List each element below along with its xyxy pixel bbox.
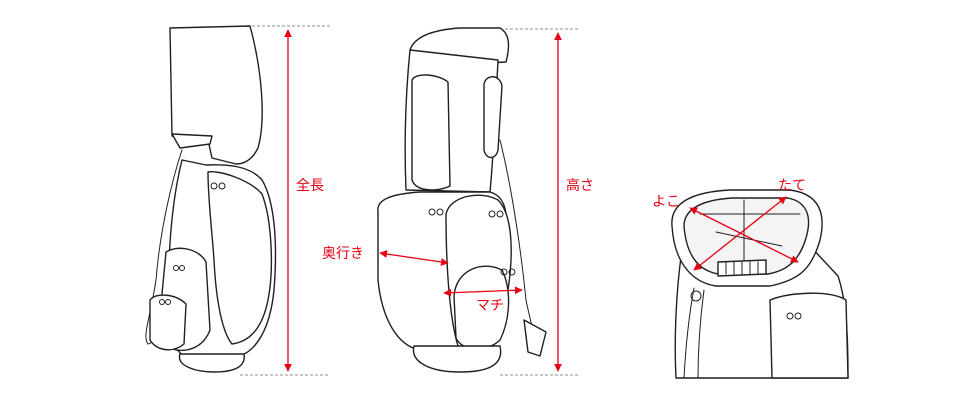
gusset-measure: マチ <box>443 286 523 314</box>
bag-upper-pocket <box>411 74 451 191</box>
bag-spine-handle <box>483 76 503 159</box>
bag-hood <box>169 25 263 165</box>
width-label: よこ <box>652 194 680 210</box>
length-label: たて <box>778 178 806 194</box>
height-measure: 高さ <box>500 28 594 376</box>
depth-measure: 奥行き <box>322 245 449 266</box>
bag-stand-base <box>412 345 502 373</box>
bag-base <box>178 353 245 373</box>
total-length-label: 全長 <box>296 177 324 194</box>
depth-arrow <box>379 250 449 266</box>
left-bag-illustration <box>145 25 277 373</box>
bag-lower-pocket <box>149 294 187 351</box>
height-label: 高さ <box>566 177 594 194</box>
bag-stand-leg <box>523 319 547 357</box>
length-measure: たて <box>693 178 806 271</box>
length-arrow <box>693 196 787 271</box>
center-bag-illustration <box>377 27 547 373</box>
bag-handle <box>171 133 213 149</box>
total-length-measure: 全長 <box>240 25 330 376</box>
gusset-arrow <box>443 286 523 297</box>
bag-top-strap <box>683 287 705 379</box>
bag-front-panel <box>207 171 273 345</box>
bag-side-pocket <box>769 292 849 379</box>
gusset-label: マチ <box>476 298 504 314</box>
depth-label: 奥行き <box>322 245 364 262</box>
strap-ring <box>690 290 702 302</box>
